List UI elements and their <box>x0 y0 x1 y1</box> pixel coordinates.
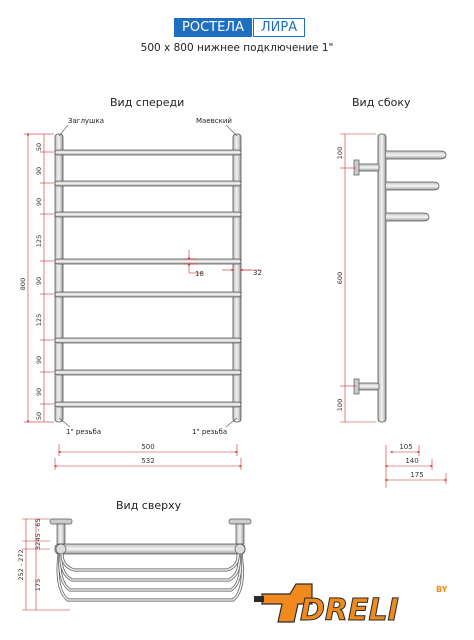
side-view: 100 600 100 105 140 175 <box>336 133 448 488</box>
width-inner-label: 500 <box>141 443 154 451</box>
model-label: ЛИРА <box>253 18 305 37</box>
dim-label: 175 <box>34 579 42 591</box>
rail <box>54 369 242 376</box>
rail <box>54 149 242 156</box>
dim-label: 600 <box>336 272 344 284</box>
left-wall-flange <box>49 518 73 525</box>
rail <box>54 337 242 344</box>
plug-label: Заглушка <box>68 117 104 125</box>
dim-label: 50 <box>35 412 43 420</box>
bottom-bracket <box>356 382 380 391</box>
width-outer-label: 532 <box>141 457 154 465</box>
dim-label: 90 <box>35 388 43 396</box>
brand-label: РОСТЕЛА <box>174 18 252 37</box>
dim-label: 125 <box>35 314 43 326</box>
right-pipe <box>232 133 242 423</box>
total-height-label: 800 <box>19 278 27 290</box>
front-view-title: Вид спереди <box>110 96 185 109</box>
rail <box>54 211 242 218</box>
side-pipe <box>377 133 387 423</box>
logo-text: DRELI <box>300 593 399 628</box>
dreli-logo: DRELI BY <box>254 583 448 629</box>
rail <box>54 401 242 408</box>
side-height-chain <box>340 133 376 423</box>
dim-label: 50 <box>35 143 43 151</box>
front-height-labels: 50 90 90 125 90 125 90 90 50 800 <box>19 143 43 420</box>
side-rail <box>386 212 430 222</box>
rail <box>54 291 242 298</box>
left-pipe <box>54 133 64 423</box>
side-rail <box>386 150 447 160</box>
depth-1-label: 105 <box>399 443 412 451</box>
logo-by: BY <box>436 585 448 594</box>
right-bracket <box>235 523 245 545</box>
drill-icon <box>261 583 313 623</box>
dim-label: 252 - 272 <box>17 549 25 580</box>
thread-right-label: 1" резьба <box>192 428 227 436</box>
dim-label: 125 <box>35 235 43 247</box>
dim-label: 100 <box>336 147 344 159</box>
dim-label: 100 <box>336 399 344 411</box>
rail <box>54 258 242 265</box>
top-view: 45 - 65 32 252 - 272 175 <box>17 518 252 611</box>
top-flange <box>353 159 360 176</box>
front-height-chain <box>24 132 54 424</box>
top-view-labels: 45 - 65 32 252 - 272 175 <box>17 518 42 591</box>
pipe-diameter-label: 32 <box>253 269 262 277</box>
side-rail <box>386 181 440 191</box>
dim-label: 90 <box>35 167 43 175</box>
drawing-subtitle: 500 x 800 нижнее подключение 1" <box>140 42 334 54</box>
dim-label: 90 <box>35 198 43 206</box>
depth-3-label: 175 <box>410 471 423 479</box>
dim-label: 45 - 65 <box>34 518 42 541</box>
rail-diameter-label: 18 <box>195 270 204 278</box>
front-view: Заглушка Маевский 1" резьба 1" резьба <box>19 117 262 470</box>
top-view-title: Вид сверху <box>116 499 182 512</box>
dim-label: 90 <box>35 356 43 364</box>
rail <box>54 180 242 187</box>
top-main-pipe <box>54 543 246 555</box>
front-width-dims <box>53 444 243 470</box>
bottom-flange <box>353 378 360 395</box>
rails <box>54 149 242 408</box>
drill-bit-icon <box>254 596 264 602</box>
side-height-labels: 100 600 100 <box>336 147 344 411</box>
side-depth-dims <box>384 445 448 488</box>
top-bracket <box>356 163 380 172</box>
dim-label: 90 <box>35 277 43 285</box>
thread-left-label: 1" резьба <box>66 428 101 436</box>
right-wall-flange <box>228 518 252 525</box>
valve-label: Маевский <box>196 117 232 125</box>
rail-diameter-dim <box>183 250 262 274</box>
depth-2-label: 140 <box>405 457 418 465</box>
side-view-title: Вид сбоку <box>352 96 411 109</box>
top-view-dims <box>22 518 70 611</box>
dim-label: 32 <box>34 542 42 550</box>
left-bracket <box>56 523 66 545</box>
